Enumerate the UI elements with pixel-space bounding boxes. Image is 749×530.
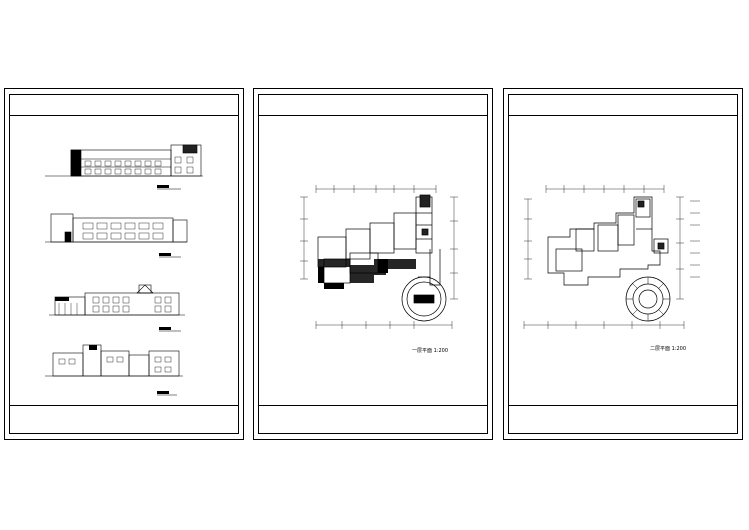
sheet-title-band: [259, 95, 487, 116]
plan-scale-caption: 二层平面 1:200: [650, 346, 686, 352]
sheet-footer-band: [10, 405, 238, 433]
first-floor-plan-drawing: [300, 185, 458, 329]
hatched-areas: [318, 259, 416, 289]
floor-plan-walls: [547, 196, 669, 286]
second-floor-plan-drawing: [523, 185, 700, 329]
dimension-lines: [300, 185, 458, 329]
sheet-title-band: [10, 95, 238, 116]
sheet-footer-band: [509, 405, 737, 433]
elevation-drawings: [45, 144, 203, 396]
sheet-frame: [9, 94, 239, 434]
sheet-frame: [258, 94, 488, 434]
sheet-title-band: [509, 95, 737, 116]
right-legend-ticks: [690, 200, 700, 278]
drawing-sheet-elevations: [4, 88, 244, 440]
sheet-frame: [508, 94, 738, 434]
sheet-footer-band: [259, 405, 487, 433]
drawing-sheet-first-floor: 一层平面 1:200: [253, 88, 493, 440]
circular-hall: [401, 276, 447, 322]
elevation-4: [45, 344, 183, 396]
dimension-lines: [523, 185, 685, 329]
elevation-1: [45, 144, 203, 190]
elevation-3: [49, 284, 185, 332]
circular-hall: [625, 276, 671, 322]
drawing-sheet-second-floor: 二层平面 1:200: [503, 88, 743, 440]
plan-scale-caption: 一层平面 1:200: [412, 348, 448, 354]
elevation-2: [45, 213, 188, 258]
